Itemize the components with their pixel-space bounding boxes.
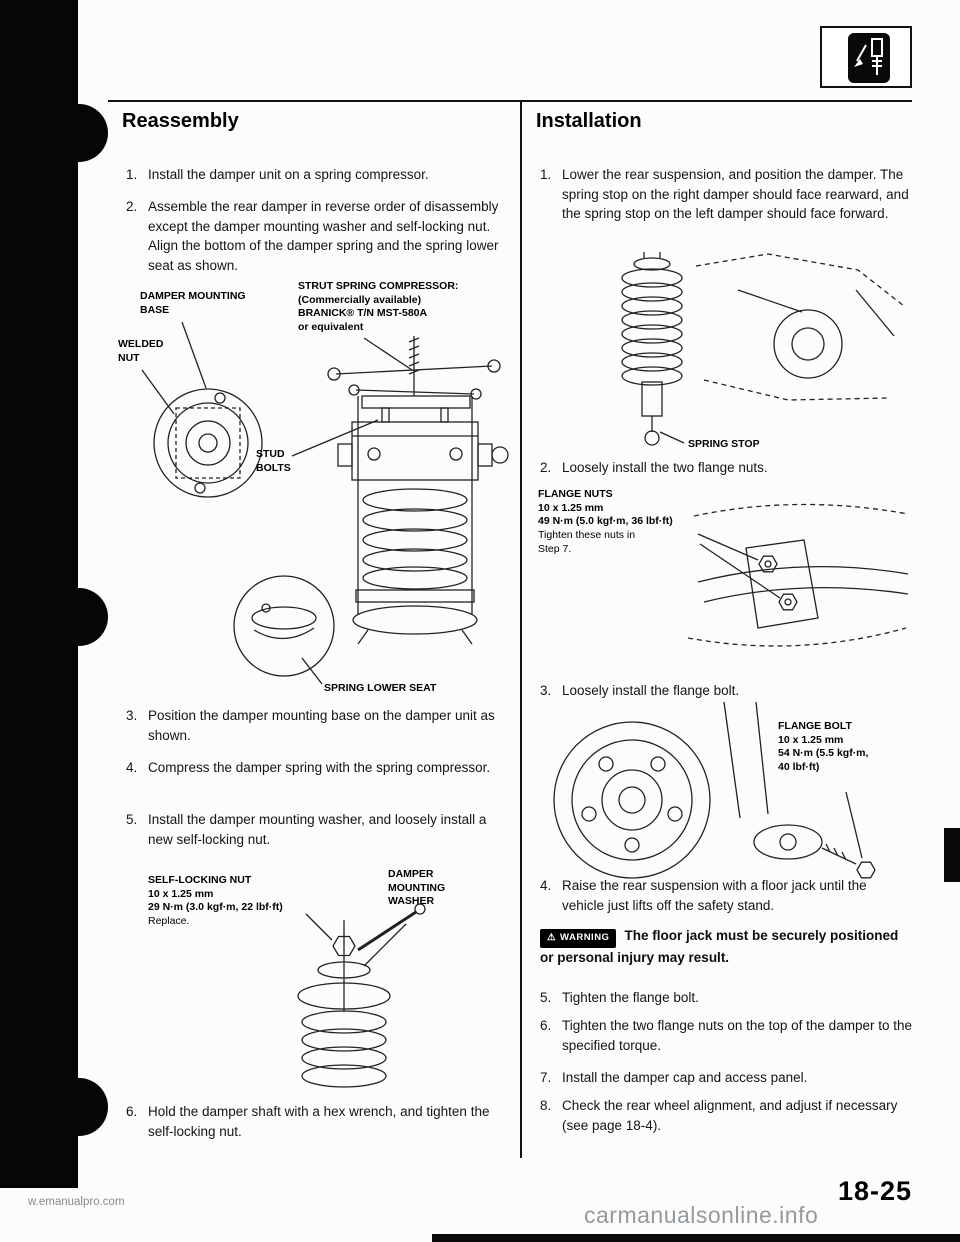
installation-step-7: 7. Install the damper cap and access pan… <box>540 1068 912 1088</box>
flange-nuts-note: Tighten these nuts in Step 7. <box>538 528 636 555</box>
step-number: 3. <box>126 708 138 723</box>
damper-mounting-washer-label: DAMPER MOUNTING WASHER <box>388 868 446 908</box>
reassembly-step-6: 6. Hold the damper shaft with a hex wren… <box>126 1102 510 1141</box>
binder-hole <box>50 588 108 646</box>
bottom-edge-bar <box>432 1234 960 1242</box>
damper-mounting-base-label: DAMPER MOUNTING BASE <box>140 290 246 316</box>
step-number: 1. <box>126 167 138 182</box>
step-text: Raise the rear suspension with a floor j… <box>562 878 867 913</box>
step-text: Install the damper cap and access panel. <box>562 1070 808 1085</box>
page-edge-tab <box>944 828 960 882</box>
watermark-left: w.emanualpro.com <box>28 1196 125 1208</box>
figure-self-locking-nut: SELF-LOCKING NUT 10 x 1.25 mm 29 N·m (3.… <box>148 862 512 1098</box>
step-text: Tighten the two flange nuts on the top o… <box>562 1018 912 1053</box>
self-locking-nut-spec: 10 x 1.25 mm 29 N·m (3.0 kgf·m, 22 lbf·f… <box>148 887 283 914</box>
step-text: Loosely install the flange bolt. <box>562 683 740 698</box>
page-number: 18-25 <box>838 1176 913 1206</box>
reassembly-step-4: 4. Compress the damper spring with the s… <box>126 758 510 778</box>
self-locking-nut-callout: SELF-LOCKING NUT 10 x 1.25 mm 29 N·m (3.… <box>148 874 313 929</box>
step-number: 3. <box>540 683 552 698</box>
installation-step-5: 5. Tighten the flange bolt. <box>540 988 912 1008</box>
stud-bolts-label: STUD BOLTS <box>256 448 291 474</box>
step-number: 4. <box>126 760 138 775</box>
reassembly-step-1: 1. Install the damper unit on a spring c… <box>126 165 510 185</box>
warning-badge-text: WARNING <box>560 932 610 943</box>
step-number: 6. <box>540 1018 552 1033</box>
self-locking-nut-label: SELF-LOCKING NUT <box>148 874 252 886</box>
installation-title: Installation <box>536 110 642 132</box>
installation-step-8: 8. Check the rear wheel alignment, and a… <box>540 1096 912 1135</box>
flange-nuts-drawing <box>687 503 909 647</box>
step-text: Hold the damper shaft with a hex wrench,… <box>148 1104 490 1139</box>
top-rule <box>108 100 912 102</box>
flange-bolt-spec: 10 x 1.25 mm 54 N·m (5.5 kgf·m, 40 lbf·f… <box>778 733 869 773</box>
column-divider <box>520 100 522 1158</box>
step-number: 5. <box>540 990 552 1005</box>
installation-step-6: 6. Tighten the two flange nuts on the to… <box>540 1016 912 1055</box>
step-text: Compress the damper spring with the spri… <box>148 760 491 775</box>
step-number: 8. <box>540 1098 552 1113</box>
flange-bolt-callout: FLANGE BOLT 10 x 1.25 mm 54 N·m (5.5 kgf… <box>778 720 908 775</box>
step-text: Loosely install the two flange nuts. <box>562 460 768 475</box>
self-locking-nut-note: Replace. <box>148 914 190 927</box>
spring-stop-label: SPRING STOP <box>688 438 760 450</box>
step-number: 6. <box>126 1104 138 1119</box>
self-locking-nut-drawing <box>297 903 426 1088</box>
reassembly-title: Reassembly <box>122 110 239 132</box>
installation-step-1: 1. Lower the rear suspension, and positi… <box>540 165 912 224</box>
figure-spring-stop: SPRING STOP <box>556 248 912 456</box>
figure-flange-bolt: FLANGE BOLT 10 x 1.25 mm 54 N·m (5.5 kgf… <box>540 700 912 892</box>
step-text: Lower the rear suspension, and position … <box>562 167 909 222</box>
step-number: 5. <box>126 812 138 827</box>
step-text: Tighten the flange bolt. <box>562 990 699 1005</box>
spring-stop-drawing <box>621 252 905 446</box>
reassembly-step-5: 5. Install the damper mounting washer, a… <box>126 810 510 849</box>
warning-icon: ⚠ <box>547 932 557 943</box>
step-text: Position the damper mounting base on the… <box>148 708 495 743</box>
flange-nuts-spec: 10 x 1.25 mm 49 N·m (5.0 kgf·m, 36 lbf·f… <box>538 501 673 528</box>
warning-badge: ⚠WARNING <box>540 929 617 949</box>
reassembly-step-2: 2. Assemble the rear damper in reverse o… <box>126 197 510 275</box>
reassembly-step-3: 3. Position the damper mounting base on … <box>126 706 510 745</box>
damper-icon <box>848 33 890 83</box>
warning-text: The floor jack must be securely position… <box>540 928 899 966</box>
step-text: Check the rear wheel alignment, and adju… <box>562 1098 898 1133</box>
installation-step-4: 4. Raise the rear suspension with a floo… <box>540 876 912 915</box>
step-text: Assemble the rear damper in reverse orde… <box>148 199 499 273</box>
step-text: Install the damper mounting washer, and … <box>148 812 487 847</box>
figure-spring-compressor: DAMPER MOUNTING BASE WELDED NUT STRUT SP… <box>116 278 512 708</box>
step-number: 1. <box>540 167 552 182</box>
spring-compressor-drawing <box>141 321 509 685</box>
installation-step-3: 3. Loosely install the flange bolt. <box>540 681 912 701</box>
flange-nuts-label: FLANGE NUTS <box>538 488 613 500</box>
step-text: Install the damper unit on a spring comp… <box>148 167 429 182</box>
watermark-right: carmanualsonline.info <box>584 1202 819 1228</box>
installation-step-2: 2. Loosely install the two flange nuts. <box>540 458 912 478</box>
section-icon-box <box>820 26 912 88</box>
step-number: 4. <box>540 878 552 893</box>
step-number: 7. <box>540 1070 552 1085</box>
step-number: 2. <box>540 460 552 475</box>
welded-nut-label: WELDED NUT <box>118 338 164 364</box>
figure-flange-nuts: FLANGE NUTS 10 x 1.25 mm 49 N·m (5.0 kgf… <box>536 486 912 668</box>
strut-spring-compressor-label: STRUT SPRING COMPRESSOR: (Commercially a… <box>298 280 459 333</box>
spring-lower-seat-label: SPRING LOWER SEAT <box>324 682 437 694</box>
step-number: 2. <box>126 199 138 214</box>
flange-bolt-label: FLANGE BOLT <box>778 720 852 732</box>
binder-hole <box>50 104 108 162</box>
flange-bolt-drawing <box>553 701 876 879</box>
binder-hole <box>50 1078 108 1136</box>
flange-nuts-callout: FLANGE NUTS 10 x 1.25 mm 49 N·m (5.0 kgf… <box>538 488 698 556</box>
